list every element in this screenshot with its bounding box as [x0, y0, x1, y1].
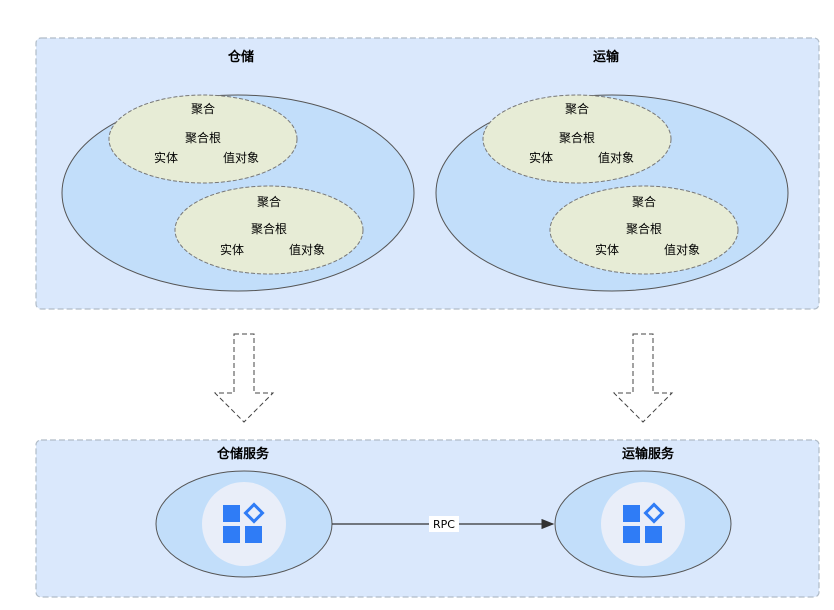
aggregate-title: 聚合 — [257, 194, 281, 209]
entity-label: 实体 — [220, 242, 244, 257]
context-transport: 运输 聚合 聚合根 实体 值对象 聚合 聚合根 实体 值对象 — [435, 49, 789, 292]
service-transport: 运输服务 — [554, 446, 732, 578]
aggregate-root: 聚合根 — [185, 130, 221, 145]
aggregate-ellipse — [108, 94, 298, 184]
aggregate-root: 聚合根 — [626, 221, 662, 236]
aggregate: 聚合 聚合根 实体 值对象 — [482, 94, 672, 184]
rpc-label-bg — [429, 516, 459, 532]
rpc-connection: RPC — [332, 516, 555, 532]
down-arrow-icon — [612, 333, 674, 423]
aggregate: 聚合 聚合根 实体 值对象 — [549, 185, 739, 275]
aggregate: 聚合 聚合根 实体 值对象 — [108, 94, 298, 184]
aggregate-root: 聚合根 — [251, 221, 287, 236]
value-object-label: 值对象 — [223, 150, 259, 165]
service-title: 仓储服务 — [216, 446, 270, 462]
value-object-label: 值对象 — [289, 242, 325, 257]
aggregate-root: 聚合根 — [559, 130, 595, 145]
entity-label: 实体 — [154, 150, 178, 165]
entity-label: 实体 — [595, 242, 619, 257]
app-grid-icon — [202, 482, 286, 566]
rpc-label: RPC — [433, 518, 455, 531]
aggregate-ellipse — [174, 185, 364, 275]
aggregate-title: 聚合 — [565, 101, 589, 116]
context-title: 仓储 — [227, 49, 254, 65]
aggregate-title: 聚合 — [191, 101, 215, 116]
context-warehouse: 仓储 聚合 聚合根 实体 值对象 聚合 聚合根 实体 值对象 — [61, 49, 415, 292]
down-arrow-icon — [213, 333, 275, 423]
aggregate: 聚合 聚合根 实体 值对象 — [174, 185, 364, 275]
value-object-label: 值对象 — [664, 242, 700, 257]
aggregate-ellipse — [482, 94, 672, 184]
entity-label: 实体 — [529, 150, 553, 165]
value-object-label: 值对象 — [598, 150, 634, 165]
aggregate-title: 聚合 — [632, 194, 656, 209]
service-title: 运输服务 — [622, 446, 675, 462]
context-title: 运输 — [593, 49, 620, 65]
aggregate-ellipse — [549, 185, 739, 275]
service-warehouse: 仓储服务 — [155, 446, 333, 578]
app-grid-icon — [601, 482, 685, 566]
